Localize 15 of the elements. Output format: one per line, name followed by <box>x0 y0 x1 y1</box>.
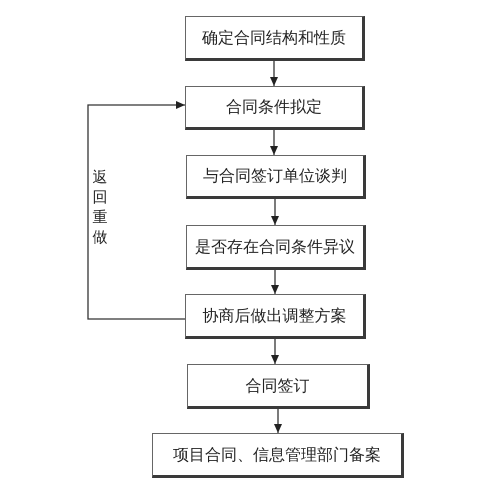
edge-label: 返回重做 <box>92 167 108 247</box>
process-box: 合同签订 <box>187 364 370 409</box>
arrow <box>270 61 278 86</box>
arrow <box>271 199 279 225</box>
arrow <box>271 270 279 294</box>
arrow <box>270 130 278 155</box>
process-box: 项目合同、信息管理部门备案 <box>152 433 404 478</box>
arrow <box>271 339 279 364</box>
arrow <box>274 409 282 433</box>
arrow <box>87 101 185 320</box>
process-box: 合同条件拟定 <box>185 86 365 130</box>
process-box: 协商后做出调整方案 <box>185 294 366 339</box>
process-box: 与合同签订单位谈判 <box>186 155 366 199</box>
process-box: 是否存在合同条件异议 <box>186 225 366 270</box>
process-box: 确定合同结构和性质 <box>185 16 365 61</box>
